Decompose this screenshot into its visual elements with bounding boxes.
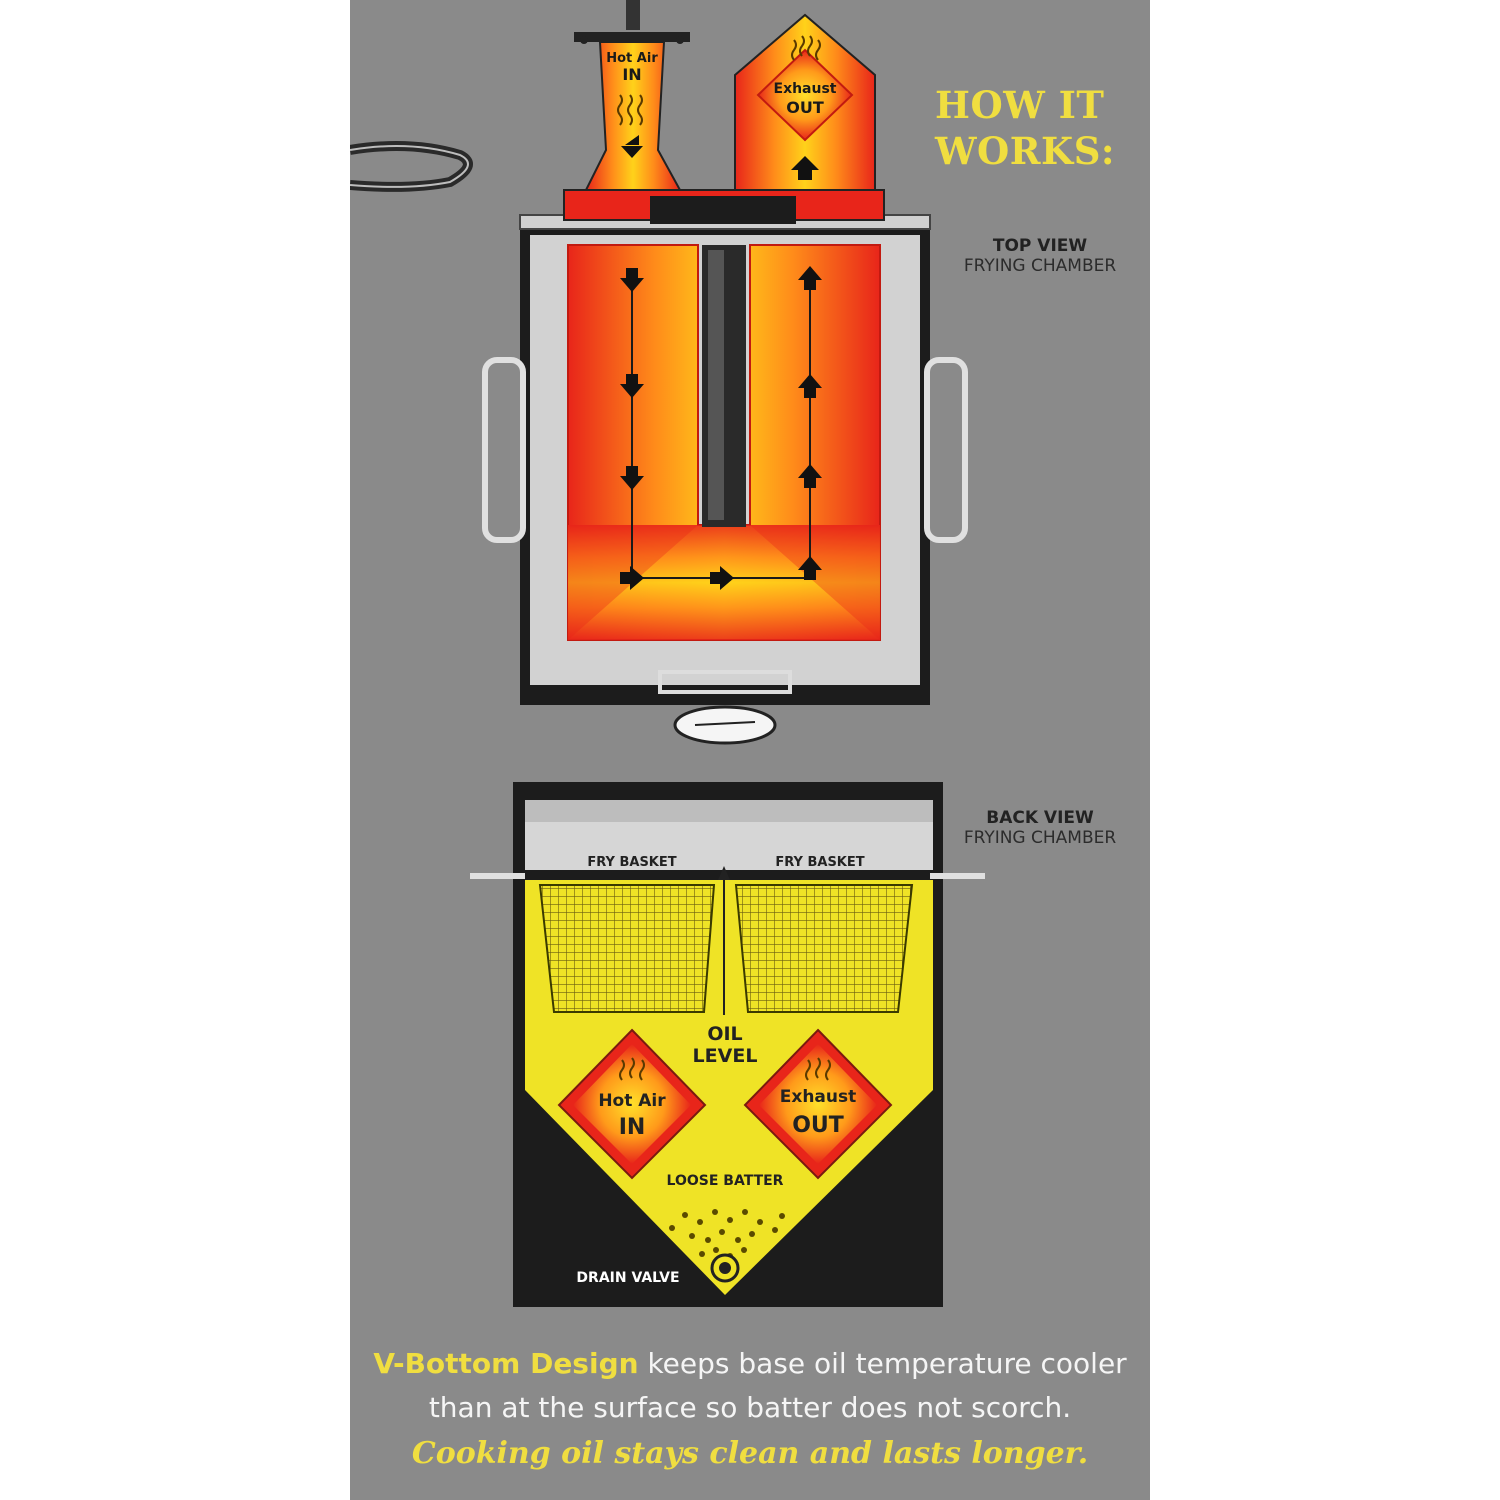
footer-line-1-rest: keeps base oil temperature cooler bbox=[638, 1347, 1127, 1380]
back-view-subtitle: FRYING CHAMBER bbox=[963, 828, 1117, 848]
oil-level-line1: OIL bbox=[707, 1023, 742, 1045]
loose-batter-label: LOOSE BATTER bbox=[667, 1173, 784, 1189]
arrow-down-icon bbox=[621, 135, 643, 158]
footer-line-1: V-Bottom Design keeps base oil temperatu… bbox=[350, 1342, 1150, 1386]
thermometer-dial bbox=[673, 705, 777, 745]
back-view-title: BACK VIEW bbox=[986, 808, 1094, 828]
diagram-panel: Hot Air IN Exhaust OUT bbox=[350, 0, 1150, 1500]
heat-waves-icon bbox=[617, 35, 821, 126]
heat-waves-icon bbox=[619, 1057, 831, 1081]
side-handle-right bbox=[924, 357, 968, 543]
hot-air-diamond-line1: Hot Air bbox=[598, 1091, 666, 1111]
footer-tagline: Cooking oil stays clean and lasts longer… bbox=[411, 1436, 1089, 1471]
exhaust-diamond-line2: OUT bbox=[792, 1113, 844, 1138]
title-line-2: WORKS: bbox=[935, 129, 1116, 173]
exhaust-diamond-line1: Exhaust bbox=[780, 1087, 857, 1107]
fry-basket-left bbox=[538, 884, 716, 1013]
intake-rod bbox=[626, 0, 640, 30]
fry-basket-label-right: FRY BASKET bbox=[775, 855, 864, 870]
front-handle bbox=[658, 670, 792, 694]
batter-particles bbox=[669, 1209, 785, 1259]
footer-line-2: than at the surface so batter does not s… bbox=[428, 1391, 1072, 1424]
footer-description: V-Bottom Design keeps base oil temperatu… bbox=[350, 1342, 1150, 1430]
hot-air-diamond-line2: IN bbox=[619, 1115, 646, 1140]
oil-level-line2: LEVEL bbox=[693, 1045, 758, 1067]
top-view-subtitle: FRYING CHAMBER bbox=[963, 256, 1117, 276]
footer-highlight: V-Bottom Design bbox=[373, 1347, 639, 1380]
page-title: HOW IT WORKS: bbox=[935, 82, 1135, 174]
arrow-up-icon bbox=[791, 156, 819, 180]
title-line-1: HOW IT bbox=[935, 83, 1105, 127]
fry-basket-label-left: FRY BASKET bbox=[587, 855, 676, 870]
exhaust-label-line1: Exhaust bbox=[774, 81, 837, 97]
top-view-title: TOP VIEW bbox=[992, 236, 1088, 256]
intake-label-line1: Hot Air bbox=[606, 51, 658, 66]
back-view-label: BACK VIEW FRYING CHAMBER bbox=[940, 808, 1140, 848]
top-view-label: TOP VIEW FRYING CHAMBER bbox=[940, 236, 1140, 276]
airflow-arrows bbox=[620, 266, 822, 590]
intake-label-line2: IN bbox=[622, 65, 641, 84]
exhaust-label-line2: OUT bbox=[786, 98, 824, 117]
fry-basket-right bbox=[734, 884, 914, 1013]
how-it-works-illustration: Hot Air IN Exhaust OUT bbox=[350, 0, 985, 1307]
exhaust-diamond-top bbox=[756, 48, 854, 142]
side-handle-left bbox=[482, 357, 526, 543]
drain-valve-label: DRAIN VALVE bbox=[576, 1270, 679, 1286]
